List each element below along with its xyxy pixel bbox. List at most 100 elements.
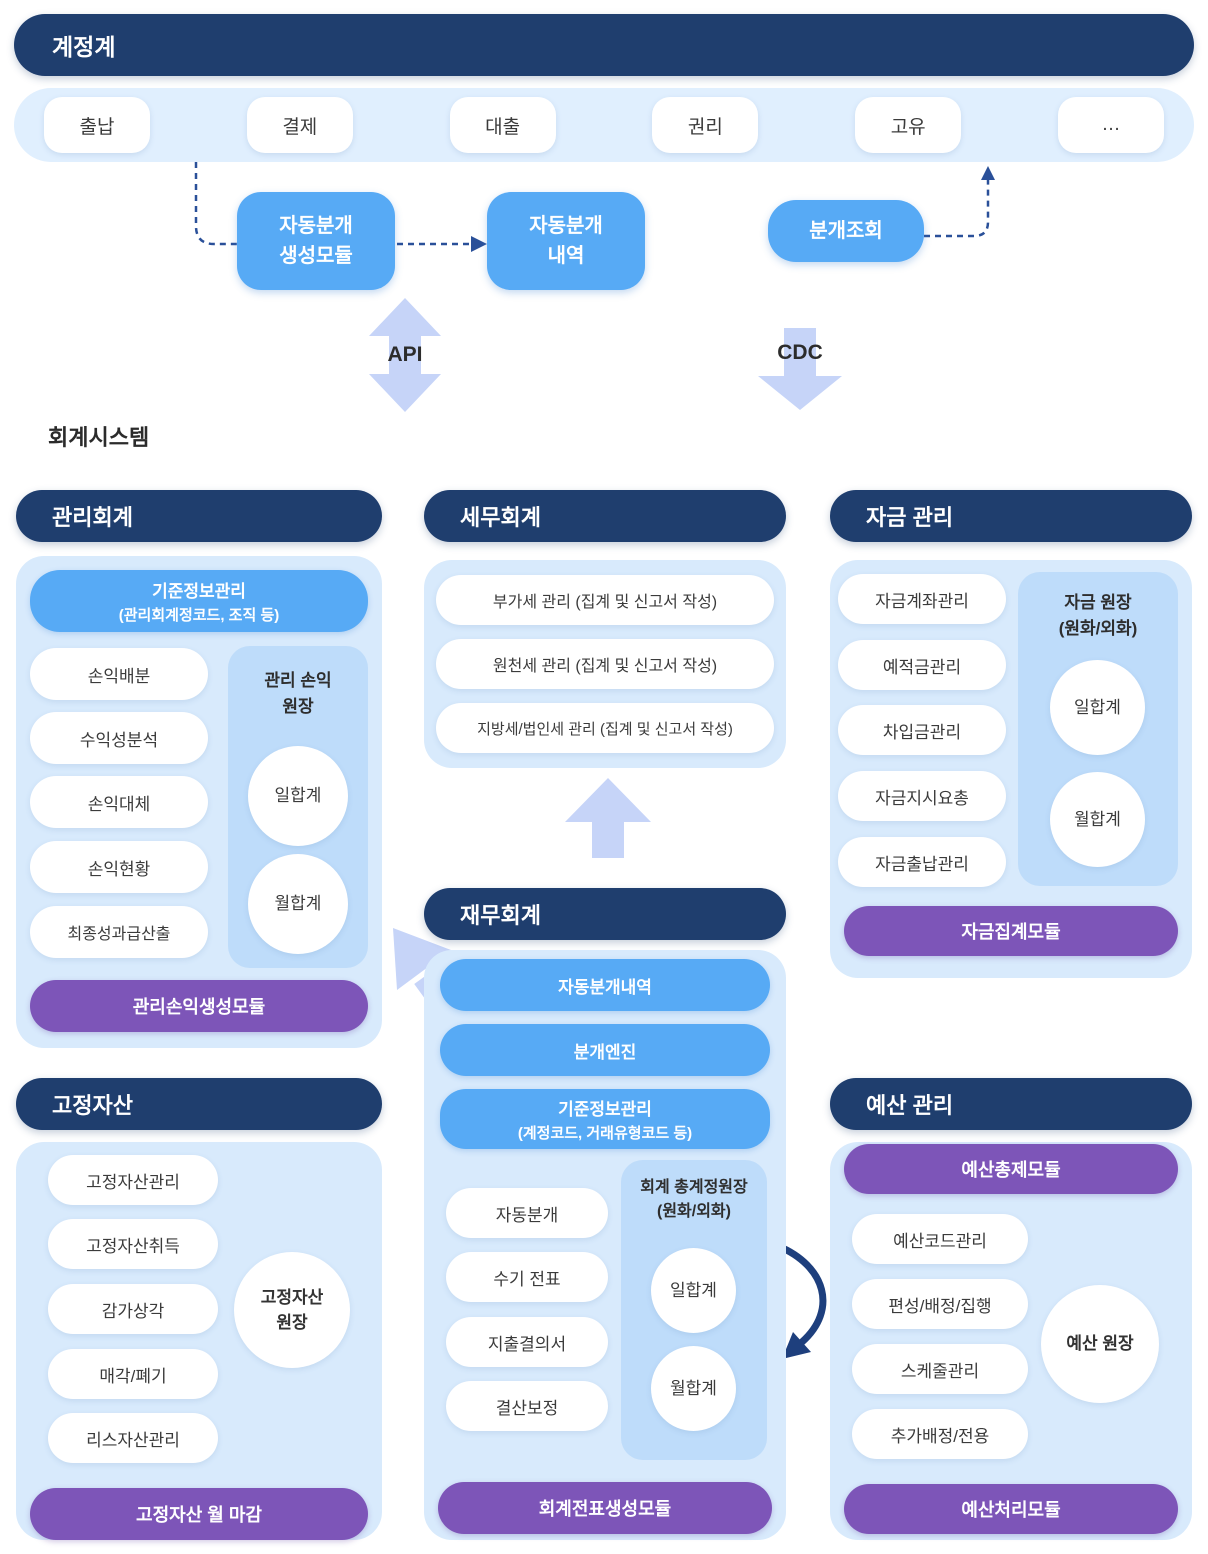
fixed-ledger-line1: 고정자산: [260, 1287, 324, 1307]
dashed-arrow-right: [397, 236, 487, 252]
core-banking-band: 출납 결제 대출 권리 고유 …: [14, 88, 1194, 162]
fin-ledger-title-line2: (원화/외화): [657, 1203, 731, 1220]
fund-item-pill: 자금출납관리: [838, 837, 1006, 887]
mgmt-master-info-title: 기준정보관리: [152, 582, 246, 601]
budget-item-pill: 스케줄관리: [852, 1344, 1028, 1394]
up-arrow-icon: [565, 778, 651, 858]
fin-module-bar: 회계전표생성모듈: [438, 1482, 772, 1534]
fin-item-pill: 수기 전표: [446, 1252, 608, 1302]
financial-accounting-header: 재무회계: [424, 888, 786, 940]
auto-journal-gen-line2: 생성모듈: [279, 245, 353, 267]
fund-ledger-title-line2: (원화/외화): [1058, 618, 1138, 638]
fin-engine-bar: 자동분개내역: [440, 959, 770, 1011]
journal-inquiry-label: 분개조회: [809, 220, 883, 242]
auto-journal-detail-line1: 자동분개: [529, 215, 603, 237]
core-system-pill: 대출: [449, 97, 556, 153]
fixed-item-pill: 고정자산취득: [48, 1219, 218, 1269]
mgmt-daily-total-circle: 일합계: [248, 746, 348, 846]
fin-engine-bar-label: 분개엔진: [573, 1042, 637, 1062]
budget-item-pill: 추가배정/전용: [852, 1409, 1028, 1459]
fixed-assets-title: 고정자산: [52, 1093, 133, 1118]
fund-management-title: 자금 관리: [866, 505, 954, 530]
mgmt-module-bar: 관리손익생성모듈: [30, 980, 368, 1032]
mgmt-item-pill: 손익현황: [30, 841, 208, 893]
fund-module-label: 자금집계모듈: [961, 922, 1061, 942]
journal-inquiry-box: 분개조회: [768, 200, 924, 262]
fixed-ledger-circle: 고정자산 원장: [234, 1252, 350, 1368]
mgmt-monthly-total-label: 월합계: [274, 894, 322, 914]
fin-module-label: 회계전표생성모듈: [538, 1499, 672, 1519]
fin-monthly-total-circle: 월합계: [651, 1346, 736, 1431]
auto-journal-detail-box: 자동분개 내역: [487, 192, 645, 290]
fixed-item-pill: 고정자산관리: [48, 1155, 218, 1205]
fin-engine-bar: 분개엔진: [440, 1024, 770, 1076]
mgmt-item-pill: 손익배분: [30, 648, 208, 700]
mgmt-master-info-sub: (관리회계정코드, 조직 등): [118, 607, 280, 624]
fixed-module-bar: 고정자산 월 마감: [30, 1488, 368, 1540]
fin-engine-bar-sub: (계정코드, 거래유형코드 등): [517, 1125, 693, 1142]
budget-control-module-bar: 예산총제모듈: [844, 1144, 1178, 1194]
mgmt-ledger-title-line1: 관리 손익: [264, 671, 332, 690]
api-label: API: [387, 343, 423, 366]
budget-module-label: 예산처리모듈: [961, 1500, 1061, 1520]
mgmt-ledger-title-line2: 원장: [282, 696, 314, 716]
budget-management-title: 예산 관리: [866, 1093, 954, 1118]
auto-journal-gen-line1: 자동분개: [279, 215, 353, 237]
fin-engine-bar-label: 자동분개내역: [558, 977, 652, 997]
fund-item-pill: 차입금관리: [838, 705, 1006, 755]
cdc-label: CDC: [777, 341, 823, 364]
fin-monthly-total-label: 월합계: [670, 1378, 717, 1398]
core-system-pill: 출납: [44, 97, 150, 153]
tax-item-pill: 부가세 관리 (집계 및 신고서 작성): [436, 575, 774, 625]
core-system-pill: 고유: [855, 97, 962, 153]
budget-item-pill: 편성/배정/집행: [852, 1279, 1028, 1329]
fixed-item-pill: 감가상각: [48, 1284, 218, 1334]
fund-daily-total-circle: 일합계: [1050, 660, 1145, 755]
fund-item-pill: 자금계좌관리: [838, 574, 1006, 624]
fixed-module-label: 고정자산 월 마감: [136, 1505, 262, 1525]
fin-engine-bar-label: 기준정보관리: [558, 1100, 652, 1119]
fund-monthly-total-circle: 월합계: [1050, 772, 1145, 867]
mgmt-module-label: 관리손익생성모듈: [132, 997, 266, 1017]
core-banking-title: 계정계: [52, 34, 116, 60]
mgmt-daily-total-label: 일합계: [274, 786, 322, 806]
mgmt-accounting-title: 관리회계: [52, 505, 133, 530]
fixed-item-pill: 리스자산관리: [48, 1413, 218, 1463]
fin-daily-total-label: 일합계: [670, 1280, 717, 1300]
budget-module-bar: 예산처리모듈: [844, 1484, 1178, 1534]
mgmt-monthly-total-circle: 월합계: [248, 854, 348, 954]
fund-item-pill: 예적금관리: [838, 640, 1006, 690]
fin-item-pill: 지출결의서: [446, 1317, 608, 1367]
budget-item-pill: 예산코드관리: [852, 1214, 1028, 1264]
mgmt-accounting-header: 관리회계: [16, 490, 382, 542]
fund-daily-total-label: 일합계: [1074, 697, 1121, 717]
tax-item-pill: 원천세 관리 (집계 및 신고서 작성): [436, 639, 774, 689]
fixed-ledger-line2: 원장: [276, 1313, 308, 1332]
mgmt-item-pill: 최종성과급산출: [30, 906, 208, 958]
tax-item-pill: 지방세/법인세 관리 (집계 및 신고서 작성): [436, 703, 774, 753]
budget-management-header: 예산 관리: [830, 1078, 1192, 1130]
mgmt-master-info-bar: 기준정보관리 (관리회계정코드, 조직 등): [30, 570, 368, 632]
mgmt-item-pill: 수익성분석: [30, 712, 208, 764]
auto-journal-detail-line2: 내역: [547, 245, 585, 267]
fin-daily-total-circle: 일합계: [651, 1248, 736, 1333]
fin-item-pill: 결산보정: [446, 1381, 608, 1431]
fixed-item-pill: 매각/폐기: [48, 1349, 218, 1399]
tax-accounting-header: 세무회계: [424, 490, 786, 542]
mgmt-item-pill: 손익대체: [30, 776, 208, 828]
financial-accounting-title: 재무회계: [460, 903, 541, 928]
core-system-pill: 결제: [246, 97, 353, 153]
core-system-pill: 권리: [652, 97, 759, 153]
fin-ledger-title-line1: 회계 총계정원장: [640, 1179, 748, 1196]
fund-monthly-total-label: 월합계: [1074, 809, 1121, 829]
core-banking-header: 계정계: [14, 14, 1194, 76]
budget-control-module-label: 예산총제모듈: [961, 1160, 1061, 1180]
fixed-assets-header: 고정자산: [16, 1078, 382, 1130]
fund-ledger-title-line1: 자금 원장: [1064, 593, 1132, 612]
budget-ledger-circle: 예산 원장: [1041, 1285, 1159, 1403]
fin-item-pill: 자동분개: [446, 1188, 608, 1238]
budget-ledger-label: 예산 원장: [1066, 1334, 1134, 1354]
fund-item-pill: 자금지시요총: [838, 771, 1006, 821]
fund-module-bar: 자금집계모듈: [844, 906, 1178, 956]
